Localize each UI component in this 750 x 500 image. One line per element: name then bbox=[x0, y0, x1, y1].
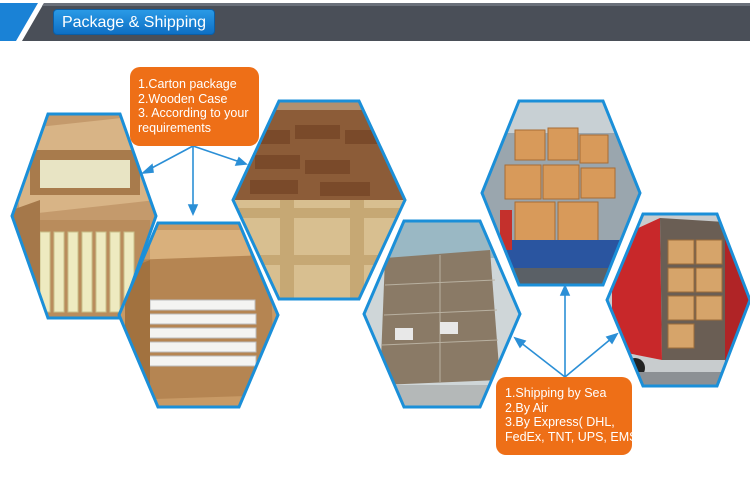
packing-option-custom: 3. According to your bbox=[138, 106, 249, 120]
shipping-option-air: 2.By Air bbox=[505, 400, 549, 415]
packing-options-callout: 1.Carton package 2.Wooden Case 3. Accord… bbox=[130, 67, 259, 146]
page-title: Package & Shipping bbox=[53, 9, 215, 35]
packing-option-carton: 1.Carton package bbox=[138, 77, 237, 91]
shipping-option-sea: 1.Shipping by Sea bbox=[505, 386, 607, 400]
warehouse-loading-truck-photo bbox=[482, 101, 640, 285]
shipping-options-callout: 1.Shipping by Sea 2.By Air 3.By Express(… bbox=[496, 377, 646, 455]
packing-option-wooden: 2.Wooden Case bbox=[138, 91, 228, 106]
shipping-arrows bbox=[513, 284, 619, 378]
container-truck-photo bbox=[607, 214, 750, 386]
shipping-option-express: 3.By Express( DHL, bbox=[505, 415, 615, 429]
packing-arrows bbox=[140, 145, 248, 216]
packing-option-custom-cont: requirements bbox=[138, 120, 211, 135]
shipping-option-express-carriers: FedEx, TNT, UPS, EMS ) bbox=[505, 429, 646, 444]
